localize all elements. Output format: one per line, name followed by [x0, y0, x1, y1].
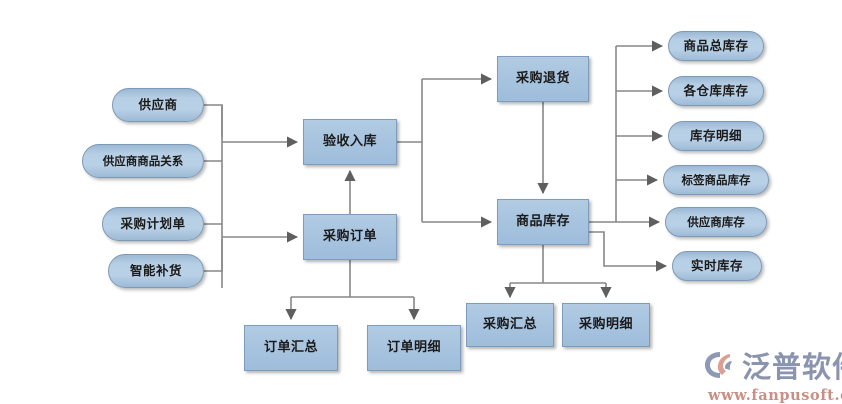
node-realtime-stock[interactable]: 实时库存: [672, 251, 762, 281]
node-label: 商品总库存: [683, 38, 749, 54]
brand-url: www.fanpusoft.com: [708, 387, 842, 404]
node-stock-detail[interactable]: 库存明细: [668, 121, 764, 151]
node-label-goods-stock[interactable]: 标签商品库存: [663, 165, 769, 195]
node-purchase-summary[interactable]: 采购汇总: [466, 303, 554, 347]
node-order-summary[interactable]: 订单汇总: [244, 325, 338, 371]
node-warehouse-stock[interactable]: 各仓库库存: [668, 76, 764, 106]
node-purchase-plan[interactable]: 采购计划单: [102, 207, 204, 241]
brand-row: 泛普软件: [704, 344, 842, 386]
edge-supplier-to-bus: [204, 104, 223, 137]
node-supplier-stock[interactable]: 供应商库存: [665, 207, 767, 237]
brand-name: 泛普软件: [742, 350, 842, 384]
node-supplier-goods-relation[interactable]: 供应商商品关系: [82, 144, 204, 178]
node-receive-inbound[interactable]: 验收入库: [303, 119, 397, 165]
node-label: 采购订单: [322, 228, 377, 244]
node-label: 验收入库: [322, 133, 377, 149]
node-total-goods-stock[interactable]: 商品总库存: [668, 31, 764, 61]
node-label: 智能补货: [129, 263, 182, 279]
node-label: 供应商库存: [687, 214, 745, 229]
node-label: 采购明细: [578, 316, 633, 332]
node-label: 库存明细: [689, 128, 742, 144]
node-smart-replenish[interactable]: 智能补货: [108, 254, 204, 288]
node-label: 供应商商品关系: [102, 153, 184, 168]
node-label: 采购计划单: [120, 216, 186, 232]
node-order-detail[interactable]: 订单明细: [367, 325, 461, 371]
edge-to-realtime-stock: [589, 231, 668, 272]
edge-smart-replenish-to-bus: [204, 239, 223, 272]
fanpu-logo-icon: [705, 352, 732, 378]
node-goods-stock[interactable]: 商品库存: [497, 199, 589, 245]
node-purchase-detail[interactable]: 采购明细: [562, 303, 650, 347]
node-label: 采购汇总: [482, 316, 537, 332]
brand-watermark: 泛普软件 www.fanpusoft.com: [704, 344, 842, 404]
node-label: 实时库存: [690, 258, 743, 274]
node-purchase-return[interactable]: 采购退货: [497, 56, 589, 102]
node-label: 供应商: [138, 97, 178, 113]
node-label: 订单汇总: [263, 339, 318, 355]
node-label: 商品库存: [515, 213, 570, 229]
node-supplier[interactable]: 供应商: [112, 88, 204, 122]
node-label: 采购退货: [515, 70, 570, 86]
node-label: 各仓库库存: [683, 83, 749, 99]
node-label: 订单明细: [386, 339, 441, 355]
node-label: 标签商品库存: [681, 172, 751, 187]
node-purchase-order[interactable]: 采购订单: [303, 214, 397, 260]
